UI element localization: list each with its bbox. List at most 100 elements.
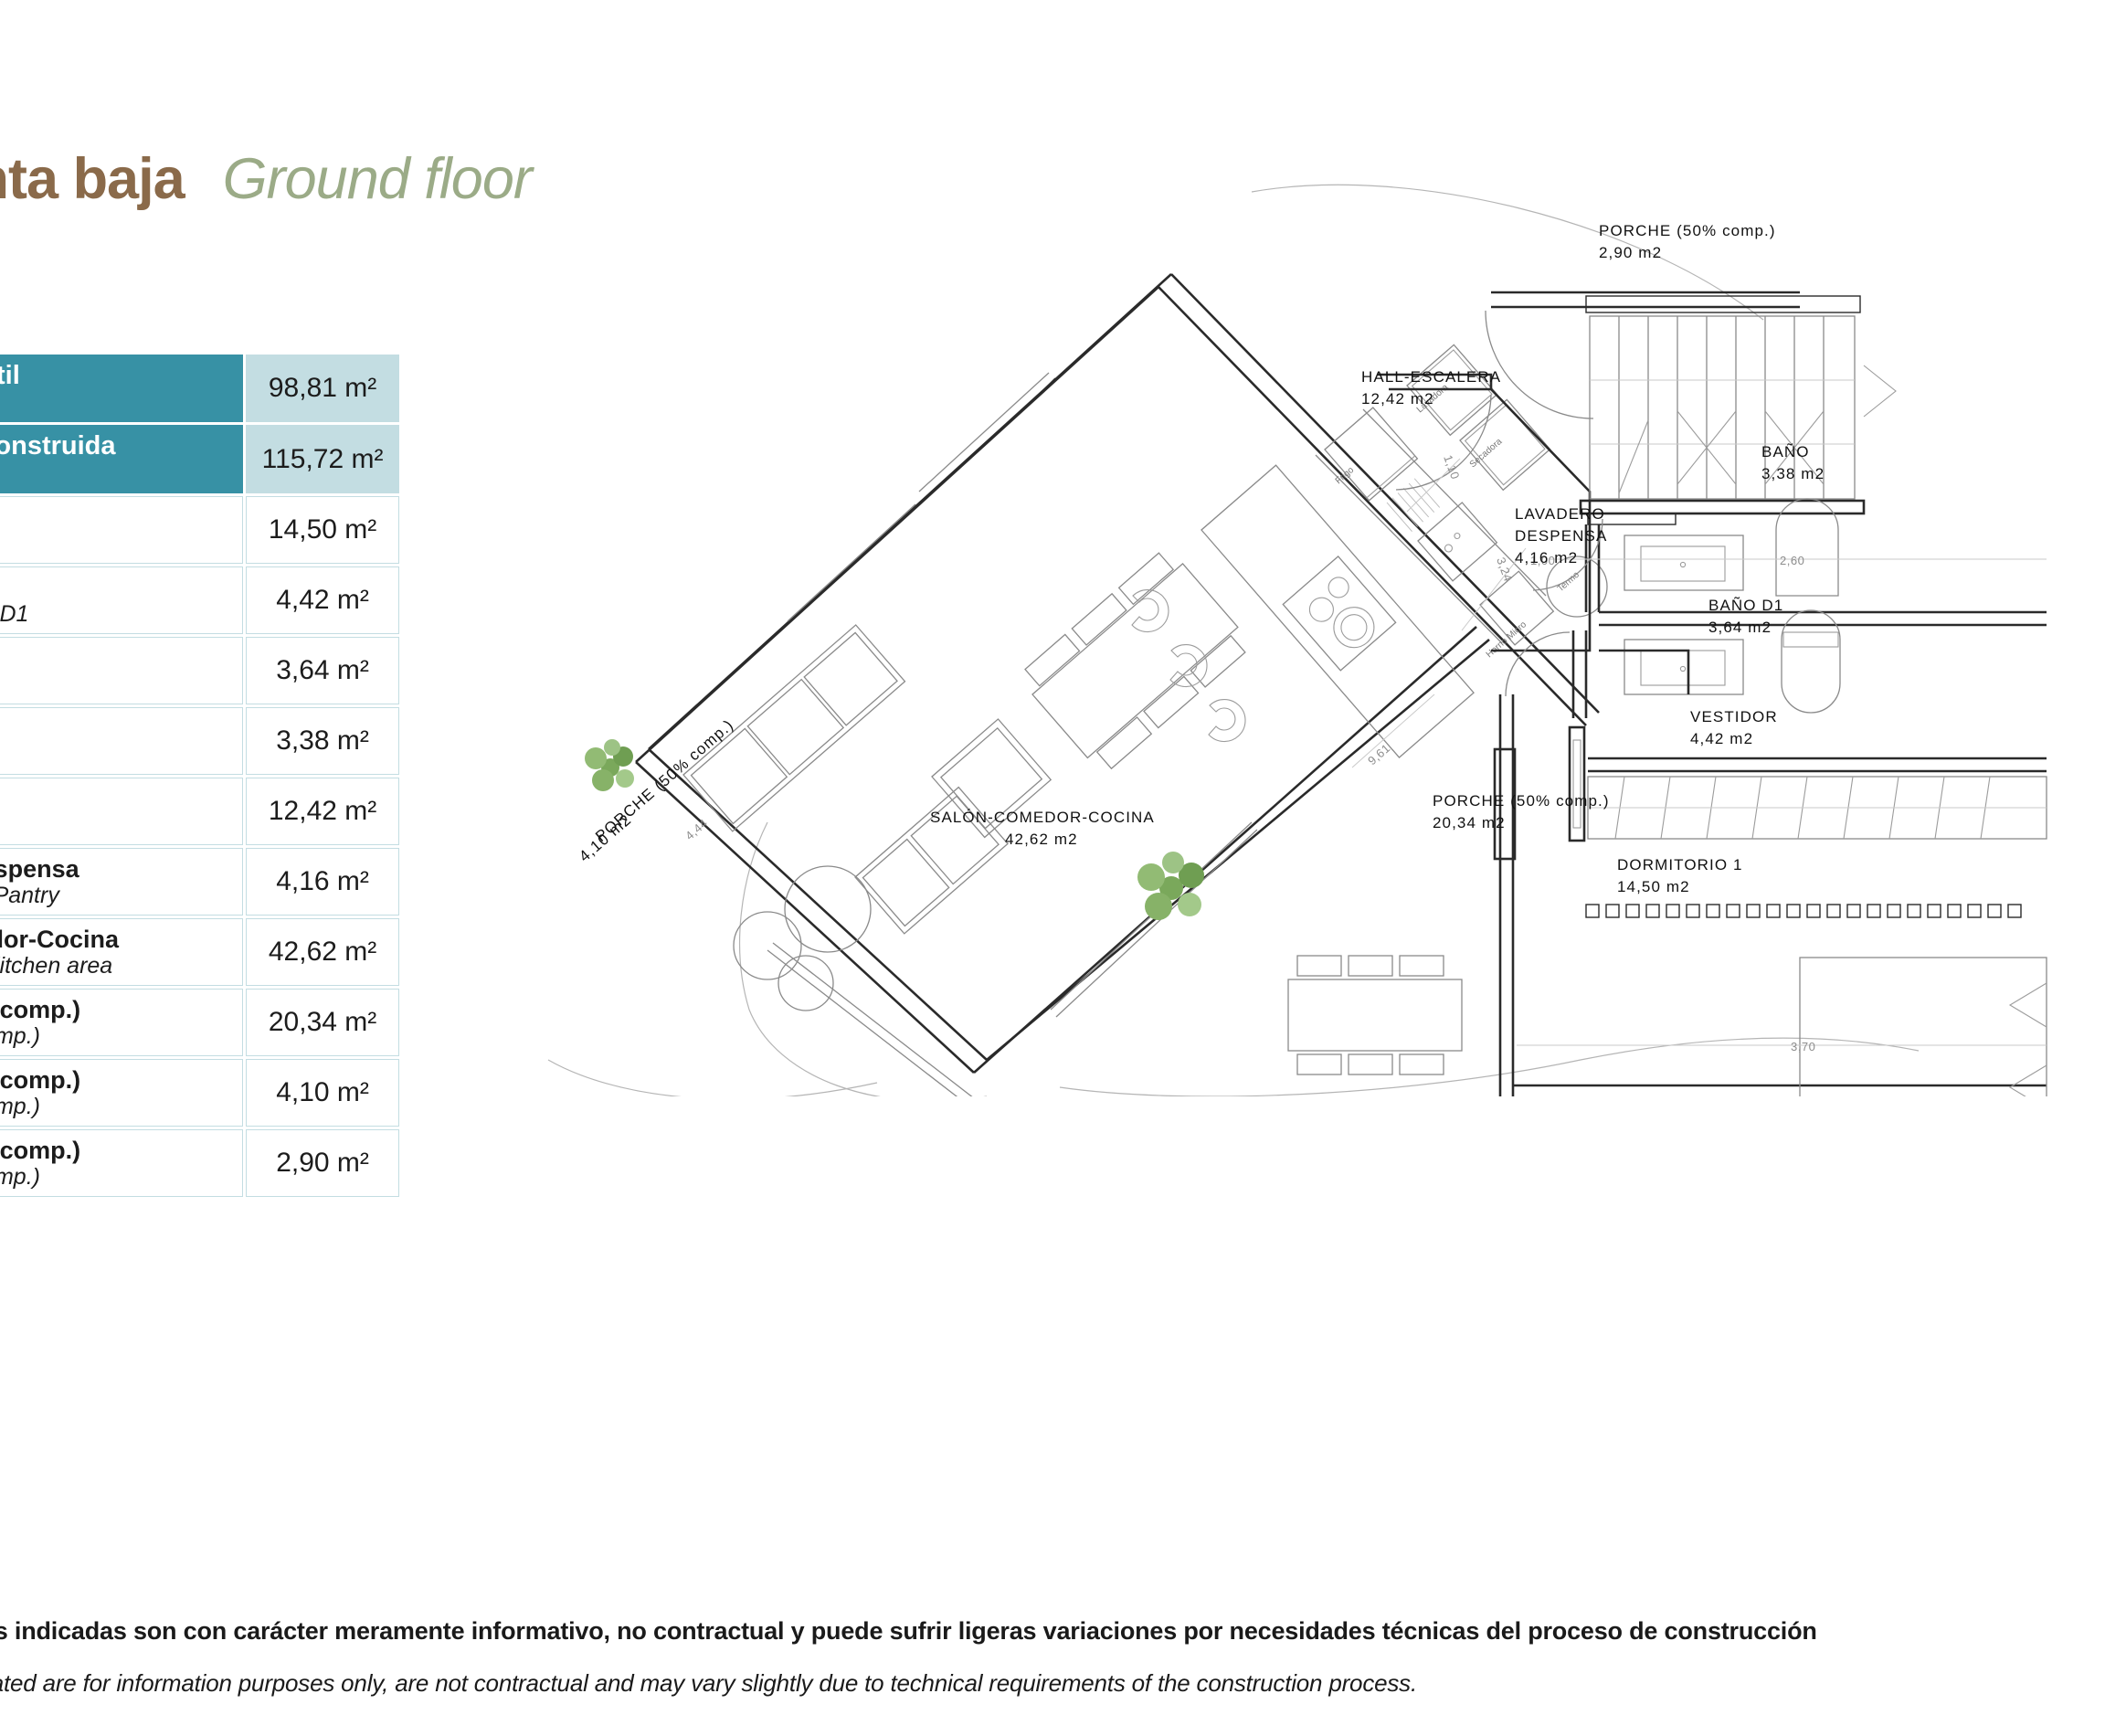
floor-plan-svg: .w {fill:none;stroke:#2a2a2a;stroke-widt…	[547, 184, 2047, 1096]
row-label-en: Laundry room-Pantry	[0, 883, 59, 909]
row-value-cell: 2,90 m²	[246, 1128, 399, 1197]
bar-stools	[1131, 589, 1246, 743]
hall-stair-block	[1485, 291, 1897, 525]
room-label-bano: BAÑO	[1761, 443, 1810, 460]
row-label-es: Porche (50% comp.)	[0, 1065, 81, 1094]
room-area-dormitorio-1: 14,50 m2	[1617, 878, 1690, 895]
room-label-salon: SALÓN-COMEDOR-COCINA	[930, 809, 1155, 826]
plan-dimensions: 1,10 3,24 9,61 4,44	[682, 453, 1527, 842]
row-value-cell: 3,64 m²	[246, 636, 399, 704]
row-label-es: Porche (50% comp.)	[0, 995, 81, 1023]
page-title-en: Ground floor	[222, 147, 533, 211]
page-title-es: Planta baja	[0, 147, 185, 211]
room-label-porche-top: PORCHE (50% comp.)	[1599, 222, 1776, 239]
row-label-en: Porch (50% comp.)	[0, 1164, 40, 1191]
row-label-cell: BañoBathroom	[0, 706, 244, 775]
disclaimer: Las superficies indicadas son con caráct…	[0, 1617, 2105, 1698]
room-label-despensa: DESPENSA	[1515, 527, 1607, 545]
tree-left	[585, 739, 634, 791]
room-label-hall: HALL-ESCALERA	[1361, 368, 1501, 386]
row-label-en: Living-Dining-Kitchen area	[0, 953, 113, 979]
row-label-cell: Dormitorio 1Bedroom 1	[0, 495, 244, 564]
row-label-cell: Vestidor D1Dressing room D1	[0, 566, 244, 634]
dimension-3-24: 3,24	[1494, 556, 1515, 584]
row-label-en: Porch (50% comp.)	[0, 1023, 40, 1050]
row-value-cell: 4,42 m²	[246, 566, 399, 634]
table-row: Hall-EscaleraHall-Staircase12,42 m²	[0, 777, 399, 845]
areas-table: Superficie útilUseful area98,81 m²Superf…	[0, 352, 402, 1200]
table-row: BañoBathroom3,38 m²	[0, 706, 399, 775]
row-label-en: Bedroom 1	[0, 531, 227, 556]
row-label-es: Salón-Comedor-Cocina	[0, 925, 120, 953]
table-row: Salón-Comedor-CocinaLiving-Dining-Kitche…	[0, 917, 399, 986]
room-label-lavadero: LAVADERO	[1515, 505, 1605, 523]
table-row: Porche (50% comp.)Porch (50% comp.) 2,90 …	[0, 1128, 399, 1197]
tree-center	[1137, 852, 1204, 920]
row-label-en: Built area	[0, 461, 227, 487]
room-area-porche-left: 4,10 m2	[576, 810, 635, 865]
row-label-en: Bathroom	[0, 742, 227, 767]
dining-table-indoor	[1024, 552, 1246, 770]
room-area-hall: 12,42 m2	[1361, 390, 1434, 408]
room-area-salon: 42,62 m2	[1005, 831, 1078, 848]
living-wing-walls	[635, 273, 1600, 1074]
row-value-cell: 4,16 m²	[246, 847, 399, 916]
table-row: Superficie construidaBuilt area 115,72 m²	[0, 425, 399, 493]
table-row: Superficie útilUseful area98,81 m²	[0, 355, 399, 423]
row-value-cell: 12,42 m²	[246, 777, 399, 845]
room-label-porche-mid: PORCHE (50% comp.)	[1433, 792, 1610, 810]
table-row: Lavadero-DespensaLaundry room-Pantry4,16…	[0, 847, 399, 916]
room-area-porche-mid: 20,34 m2	[1433, 814, 1506, 831]
dimension-1-10: 1,10	[1441, 453, 1462, 482]
kitchen-run	[1315, 407, 1555, 646]
row-label-en: Bathroom D1	[0, 672, 227, 697]
room-label-bano-d1: BAÑO D1	[1708, 597, 1783, 614]
windows-nw	[781, 372, 1056, 630]
page-title: Planta baja Ground floor	[0, 146, 533, 212]
row-label-cell: Superficie útilUseful area	[0, 355, 244, 423]
disclaimer-es: Las superficies indicadas son con caráct…	[0, 1617, 1817, 1645]
row-label-es: Superficie construida	[0, 431, 116, 461]
room-label-dormitorio-1: DORMITORIO 1	[1617, 856, 1743, 873]
row-label-cell: Lavadero-DespensaLaundry room-Pantry	[0, 847, 244, 916]
dimension-3-70: 3,70	[1791, 1040, 1815, 1053]
bathroom-block: 2,60 1,00	[1505, 498, 2047, 718]
row-value-cell: 115,72 m²	[246, 425, 399, 493]
row-label-en: Porch (50% comp.)	[0, 1094, 40, 1120]
room-area-vestidor: 4,42 m2	[1690, 730, 1753, 747]
living-room-furniture	[682, 624, 1052, 1011]
row-label-en: Useful area	[0, 390, 227, 416]
row-label-en: Hall-Staircase	[0, 812, 227, 838]
row-label-cell: Baño D1Bathroom D1	[0, 636, 244, 704]
table-row: Baño D1Bathroom D13,64 m²	[0, 636, 399, 704]
areas-table-body: Superficie útilUseful area98,81 m²Superf…	[0, 355, 399, 1197]
room-area-lavadero: 4,16 m2	[1515, 549, 1578, 566]
row-label-cell: Porche (50% comp.)Porch (50% comp.)	[0, 988, 244, 1056]
row-label-es: Baño D1	[0, 644, 227, 672]
room-area-bano: 3,38 m2	[1761, 465, 1825, 482]
row-value-cell: 20,34 m²	[246, 988, 399, 1056]
sliding-door-se	[767, 821, 1258, 1096]
room-label-vestidor: VESTIDOR	[1690, 708, 1778, 725]
row-label-es: Dormitorio 1	[0, 503, 227, 531]
room-area-porche-top: 2,90 m2	[1599, 244, 1662, 261]
dimension-1-00: 1,00	[1530, 554, 1555, 567]
dimension-2-60: 2,60	[1780, 554, 1804, 567]
floor-plan: .w {fill:none;stroke:#2a2a2a;stroke-widt…	[493, 183, 2105, 1096]
kitchen-island	[1201, 464, 1475, 758]
table-row: Porche (50% comp.)Porch (50% comp.)20,34…	[0, 988, 399, 1056]
laundry-room-walls	[1378, 373, 1592, 652]
row-value-cell: 14,50 m²	[246, 495, 399, 564]
row-label-es: Porche (50% comp.)	[0, 1136, 81, 1164]
table-row: Porche (50% comp.)Porch (50% comp.)4,10 …	[0, 1058, 399, 1127]
row-label-cell: Hall-EscaleraHall-Staircase	[0, 777, 244, 845]
dimension-4-44: 4,44	[682, 816, 710, 842]
row-label-cell: Porche (50% comp.)Porch (50% comp.)	[0, 1058, 244, 1127]
row-label-es: Vestidor D1	[0, 574, 227, 601]
row-label-es: Lavadero-Despensa	[0, 854, 79, 883]
row-value-cell: 4,10 m²	[246, 1058, 399, 1127]
room-area-bano-d1: 3,64 m2	[1708, 619, 1772, 636]
row-label-es: Superficie útil	[0, 361, 20, 390]
table-row: Vestidor D1Dressing room D14,42 m²	[0, 566, 399, 634]
bedroom-block: 3,70	[1493, 649, 2047, 1096]
